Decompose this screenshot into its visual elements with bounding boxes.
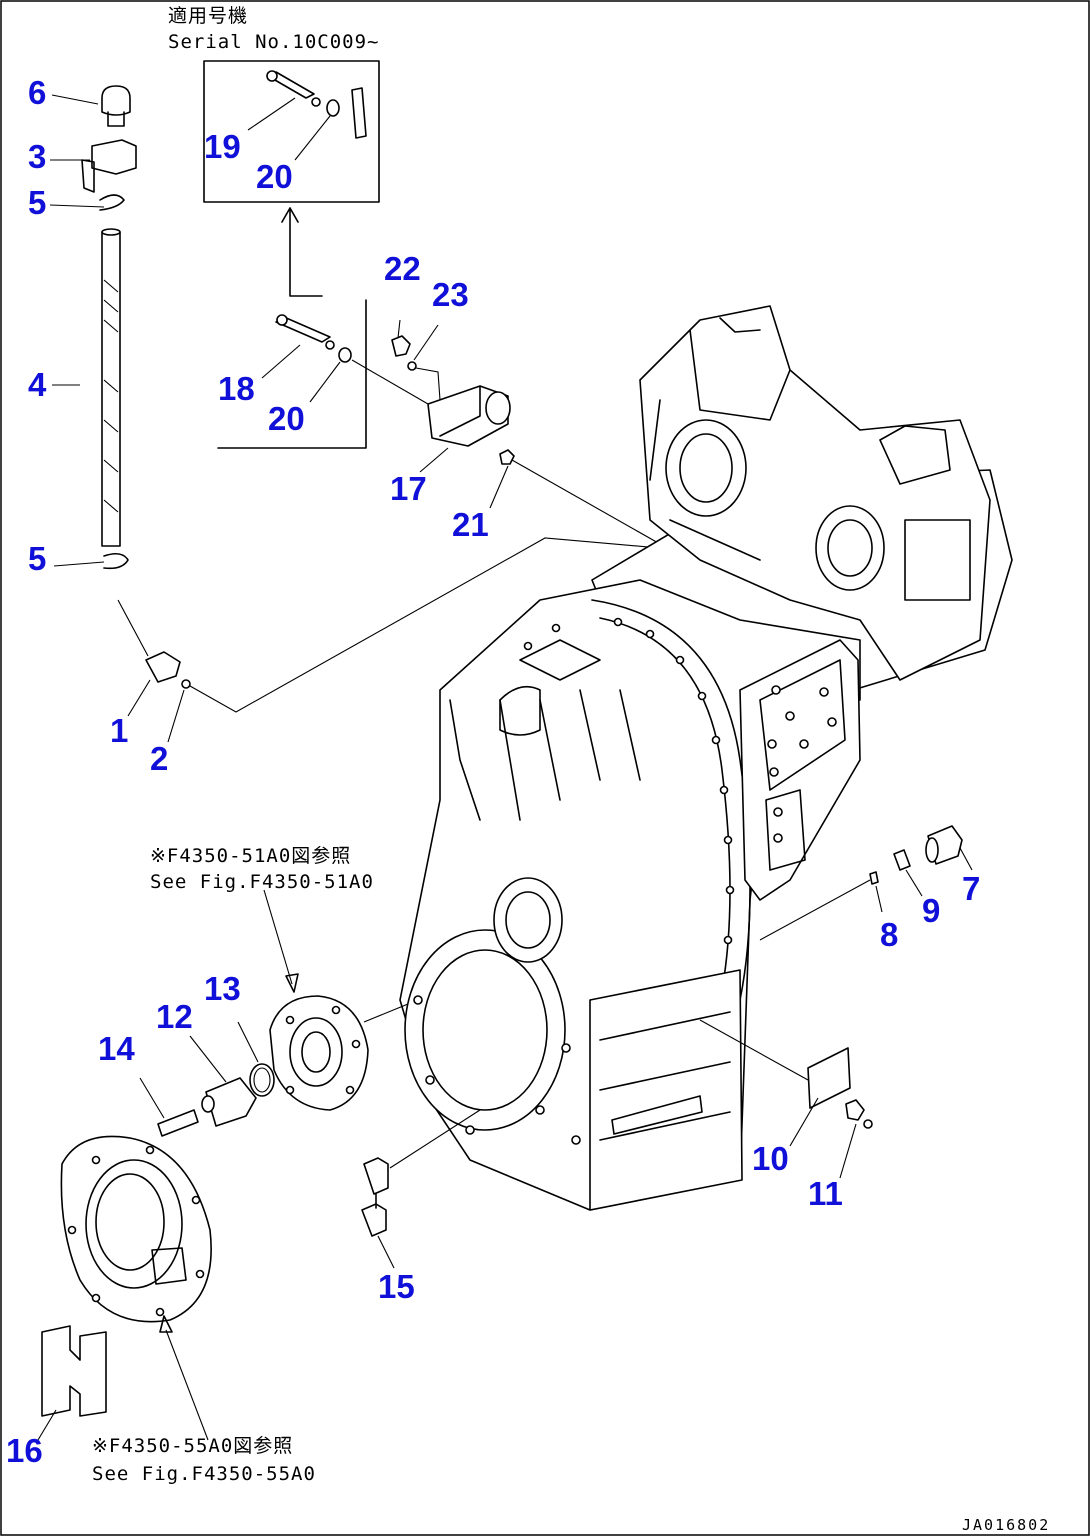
callout-15: 15 xyxy=(378,1268,415,1305)
plug-parts-7-8-9 xyxy=(759,825,973,941)
serial-inset-box xyxy=(203,60,380,203)
callout-23: 23 xyxy=(432,276,469,313)
callout-11: 11 xyxy=(808,1175,843,1212)
callout-20-top: 20 xyxy=(256,158,293,195)
pump-parts-12-13-14 xyxy=(139,889,409,1137)
callout-5-bottom: 5 xyxy=(28,540,46,577)
callout-6: 6 xyxy=(28,74,46,111)
transmission-case xyxy=(399,305,1013,1211)
callout-12: 12 xyxy=(156,998,193,1035)
callout-19: 19 xyxy=(204,128,241,165)
callout-13: 13 xyxy=(204,970,241,1007)
front-cover-16 xyxy=(37,1135,212,1441)
callout-16: 16 xyxy=(6,1432,43,1469)
see-55a0-en: See Fig.F4350-55A0 xyxy=(92,1463,316,1485)
bracket-15 xyxy=(361,1109,481,1269)
drawing-code: JA016802 xyxy=(962,1516,1050,1534)
callout-3: 3 xyxy=(28,138,46,175)
callout-2: 2 xyxy=(150,740,168,777)
see-55a0-jp: ※F4350-55A0図参照 xyxy=(92,1435,293,1457)
callout-21: 21 xyxy=(452,506,489,543)
serial-note-jp: 適用号機 xyxy=(168,5,248,27)
cover-plate-10-11 xyxy=(699,1019,873,1179)
callout-22: 22 xyxy=(384,250,421,287)
callout-7: 7 xyxy=(962,870,980,907)
lower-inset xyxy=(217,299,367,449)
callout-17: 17 xyxy=(390,470,427,507)
callout-9: 9 xyxy=(922,892,940,929)
callout-4: 4 xyxy=(28,366,47,403)
flange-bolts xyxy=(523,617,735,945)
callout-10: 10 xyxy=(752,1140,789,1177)
callout-14: 14 xyxy=(98,1030,135,1067)
callout-8: 8 xyxy=(880,916,898,953)
callout-20-bottom: 20 xyxy=(268,400,305,437)
callout-1: 1 xyxy=(110,712,128,749)
shift-rod-assembly xyxy=(49,85,661,743)
see-51a0-jp: ※F4350-51A0図参照 xyxy=(150,845,351,867)
see-51a0-en: See Fig.F4350-51A0 xyxy=(150,871,374,893)
serial-note-en: Serial No.10C009~ xyxy=(168,31,379,53)
link-arrow xyxy=(281,207,323,297)
callout-18: 18 xyxy=(218,370,255,407)
valve-body-17 xyxy=(351,319,661,545)
callout-5-top: 5 xyxy=(28,184,46,221)
